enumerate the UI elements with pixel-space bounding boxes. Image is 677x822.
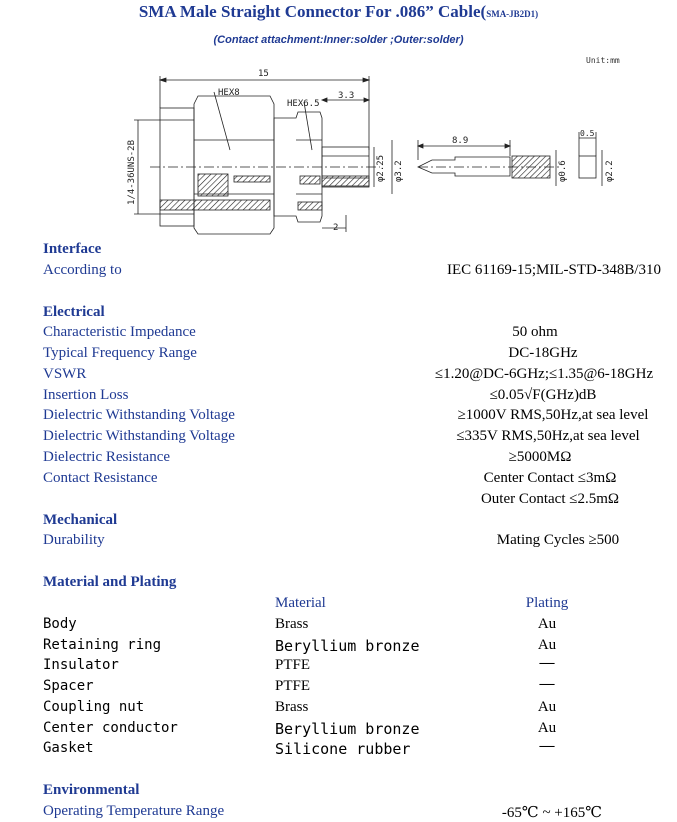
part-plating: — [539, 738, 555, 754]
dia-32-label: φ3.2 [394, 160, 404, 182]
spec-value: ≤335V RMS,50Hz,at sea level [456, 428, 640, 444]
dim-2-label: 2 [333, 223, 338, 233]
spec-value: ≥1000V RMS,50Hz,at sea level [457, 407, 649, 423]
part-material: Silicone rubber [275, 740, 411, 758]
part-material: PTFE [275, 678, 311, 694]
part-material: PTFE [275, 657, 311, 673]
mechanical-heading: Mechanical [43, 512, 118, 528]
material-heading: Material and Plating [43, 574, 177, 590]
part-plating: Au [537, 637, 557, 653]
column-header-material: Material [275, 595, 326, 611]
part-plating: Au [537, 699, 557, 715]
spec-label: Characteristic Impedance [43, 324, 196, 340]
electrical-heading: Electrical [43, 304, 105, 320]
part-name: Insulator [43, 657, 119, 673]
temperature-value: -65℃ ~ +165℃ [501, 805, 603, 821]
part-plating: — [539, 676, 555, 692]
part-name: Center conductor [43, 720, 178, 736]
spec-value: ≤0.05√F(GHz)dB [489, 387, 597, 403]
part-material: Brass [275, 616, 309, 632]
page-title: SMA Male Straight Connector For .086” Ca… [0, 2, 677, 22]
spec-label: Insertion Loss [43, 387, 129, 403]
spec-value: ≥5000MΩ [508, 449, 572, 465]
contact-attachment-subtitle: (Contact attachment:Inner:solder ;Outer:… [213, 34, 464, 46]
hex8-label: HEX8 [218, 88, 240, 98]
temperature-label: Operating Temperature Range [43, 803, 225, 819]
part-name: Retaining ring [43, 637, 162, 653]
spec-label: Typical Frequency Range [43, 345, 197, 361]
interface-heading: Interface [43, 241, 102, 257]
dim-89-label: 8.9 [452, 136, 468, 146]
part-plating: — [539, 655, 555, 671]
spec-label: Dielectric Withstanding Voltage [43, 407, 235, 423]
spec-label: VSWR [43, 366, 87, 382]
part-name: Coupling nut [43, 699, 145, 715]
title-text: SMA Male Straight Connector For .086” Ca… [138, 2, 487, 21]
dim-05-label: 0.5 [580, 129, 595, 138]
spec-value: DC-18GHz [508, 345, 578, 361]
thread-label: 1/4-36UNS-2B [127, 140, 137, 205]
dia-22-label: φ2.2 [605, 160, 615, 182]
spec-value: Center Contact ≤3mΩ [483, 470, 617, 486]
dim-15-label: 15 [258, 69, 269, 79]
part-name: Gasket [43, 740, 94, 756]
spec-value: Outer Contact ≤2.5mΩ [480, 491, 620, 507]
part-plating: Au [537, 720, 557, 736]
durability-value: Mating Cycles ≥500 [496, 532, 620, 548]
spec-label: Dielectric Withstanding Voltage [43, 428, 235, 444]
part-name: Spacer [43, 678, 94, 694]
environmental-heading: Environmental [43, 782, 140, 798]
part-material: Beryllium bronze [275, 637, 420, 655]
connector-drawing: 15 HEX8 HEX6.5 3.3 2 8.9 0.5 1/4-36UNS-2… [127, 69, 615, 235]
spec-label: Dielectric Resistance [43, 449, 171, 465]
title-part-code: SMA-JB2D1) [486, 9, 539, 19]
spec-value: ≤1.20@DC-6GHz;≤1.35@6-18GHz [434, 366, 654, 382]
column-header-plating: Plating [525, 595, 569, 611]
hex65-label: HEX6.5 [287, 99, 320, 109]
interface-value: IEC 61169-15;MIL-STD-348B/310 [446, 262, 661, 278]
interface-label: According to [43, 262, 122, 278]
durability-label: Durability [43, 532, 105, 548]
part-material: Beryllium bronze [275, 720, 420, 738]
part-name: Body [43, 616, 77, 632]
part-plating: Au [537, 616, 557, 632]
dim-33-label: 3.3 [338, 91, 354, 101]
spec-value: 50 ohm [512, 324, 558, 340]
dia-06-label: φ0.6 [558, 160, 568, 182]
part-material: Brass [275, 699, 309, 715]
dia-225-label: φ2.25 [376, 155, 386, 182]
spec-label: Contact Resistance [43, 470, 158, 486]
unit-label: Unit:mm [586, 56, 620, 65]
